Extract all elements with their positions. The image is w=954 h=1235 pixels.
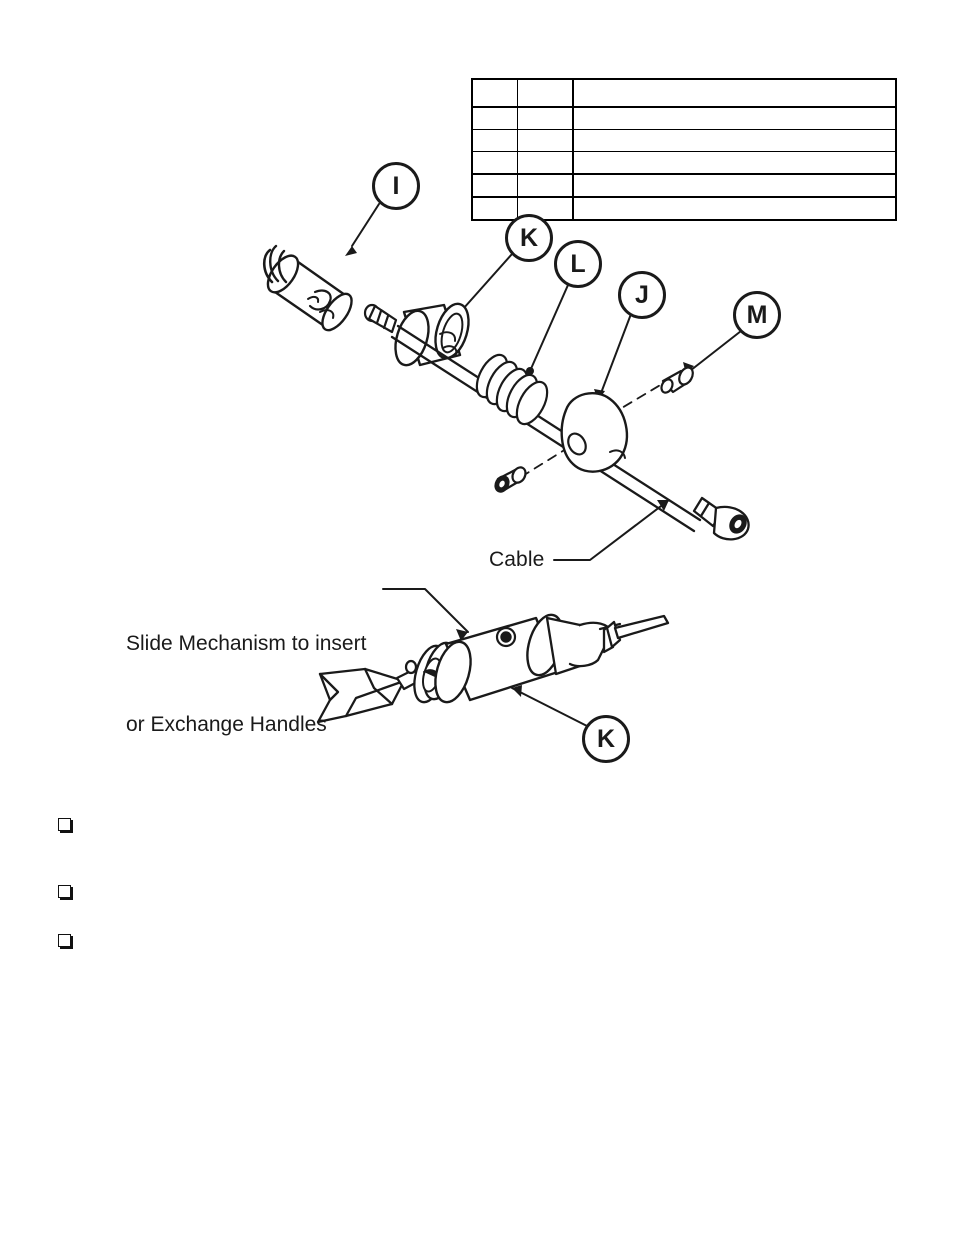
callout-label-j: J: [635, 280, 649, 309]
table-cell: [517, 78, 574, 108]
table-row: [471, 151, 897, 175]
leader-line-j: [597, 313, 632, 402]
parts-table-body: [471, 78, 897, 221]
part-i-handle-sleeve: [262, 244, 353, 332]
part-m-set-screw: [660, 366, 694, 394]
part-k-collar-barrel-lower: [434, 613, 564, 704]
slide-mechanism-label-line1: Slide Mechanism to insert: [126, 632, 367, 655]
arrowhead-slide-mechanism: [456, 629, 468, 641]
leader-line-slide-mechanism: [382, 588, 469, 633]
part-k-collar-barrel: [394, 302, 470, 367]
callout-bubble-m[interactable]: M: [733, 291, 781, 339]
table-cell: [572, 196, 897, 221]
table-row: [471, 78, 897, 108]
shaft-edge-upper: [396, 324, 702, 522]
slide-rod: [395, 654, 449, 691]
leader-dot-l: [526, 367, 534, 375]
arrowhead-k-lower: [512, 685, 522, 697]
table-cell: [572, 129, 897, 152]
table-cell: [517, 129, 574, 152]
tapered-neck-shaft: [545, 614, 670, 676]
checkbox-bullet-2[interactable]: [58, 885, 71, 898]
table-cell: [471, 129, 518, 152]
table-cell: [471, 196, 518, 221]
table-cell: [572, 151, 897, 175]
shaft-edge-lower: [390, 335, 696, 533]
callout-bubble-k[interactable]: K: [505, 214, 553, 262]
callout-bubble-k-lower[interactable]: K: [582, 715, 630, 763]
callout-label-i: I: [392, 171, 400, 200]
callout-label-m: M: [746, 300, 768, 329]
table-cell: [572, 173, 897, 198]
callout-bubble-l[interactable]: L: [554, 240, 602, 288]
table-cell: [471, 78, 518, 108]
leader-line-i: [351, 203, 380, 247]
table-cell: [517, 151, 574, 175]
arrowhead-cable: [657, 500, 669, 511]
part-set-screw-lower: [494, 466, 527, 493]
part-stud-connector: [363, 303, 398, 334]
table-cell: [471, 151, 518, 175]
callout-bubble-i[interactable]: I: [372, 162, 420, 210]
arrowhead-j: [594, 389, 605, 401]
dash-axis-lower-screw: [520, 448, 567, 478]
leader-line-cable: [553, 499, 670, 561]
dash-axis-upper-screw: [609, 383, 663, 416]
callout-label-l: L: [570, 249, 586, 278]
arrowhead-m: [683, 362, 694, 374]
leader-line-m: [685, 330, 742, 375]
leader-dot-k: [451, 314, 459, 322]
table-cell: [471, 106, 518, 130]
table-row: [471, 106, 897, 130]
slide-mechanism-label-line2: or Exchange Handles: [126, 713, 327, 736]
checkbox-bullet-1[interactable]: [58, 818, 71, 831]
cable-label: Cable: [489, 548, 545, 571]
table-cell: [471, 173, 518, 198]
table-row: [471, 173, 897, 198]
leader-line-l: [529, 284, 569, 372]
callout-bubble-j[interactable]: J: [618, 271, 666, 319]
assembly-dashed-lines: [520, 383, 663, 478]
callout-label-k: K: [519, 223, 539, 252]
part-l-coil-spring: [475, 353, 549, 426]
table-row: [471, 129, 897, 152]
callout-label-k-lower: K: [596, 724, 616, 753]
cable-end-ferrule: [692, 496, 750, 541]
slide-mechanism-label: Slide Mechanism to insert or Exchange Ha…: [126, 576, 366, 792]
collar-front-rings: [413, 641, 457, 704]
parts-table: [471, 78, 897, 221]
leader-line-k: [454, 253, 513, 319]
table-cell: [572, 106, 897, 130]
part-j-pivot-hub: [560, 391, 629, 473]
main-shaft: [390, 324, 702, 533]
table-cell: [572, 78, 897, 108]
checkbox-bullet-3[interactable]: [58, 934, 71, 947]
leader-line-k-lower: [511, 687, 590, 728]
table-cell: [517, 106, 574, 130]
arrowhead-i: [345, 246, 357, 256]
table-cell: [517, 173, 574, 198]
